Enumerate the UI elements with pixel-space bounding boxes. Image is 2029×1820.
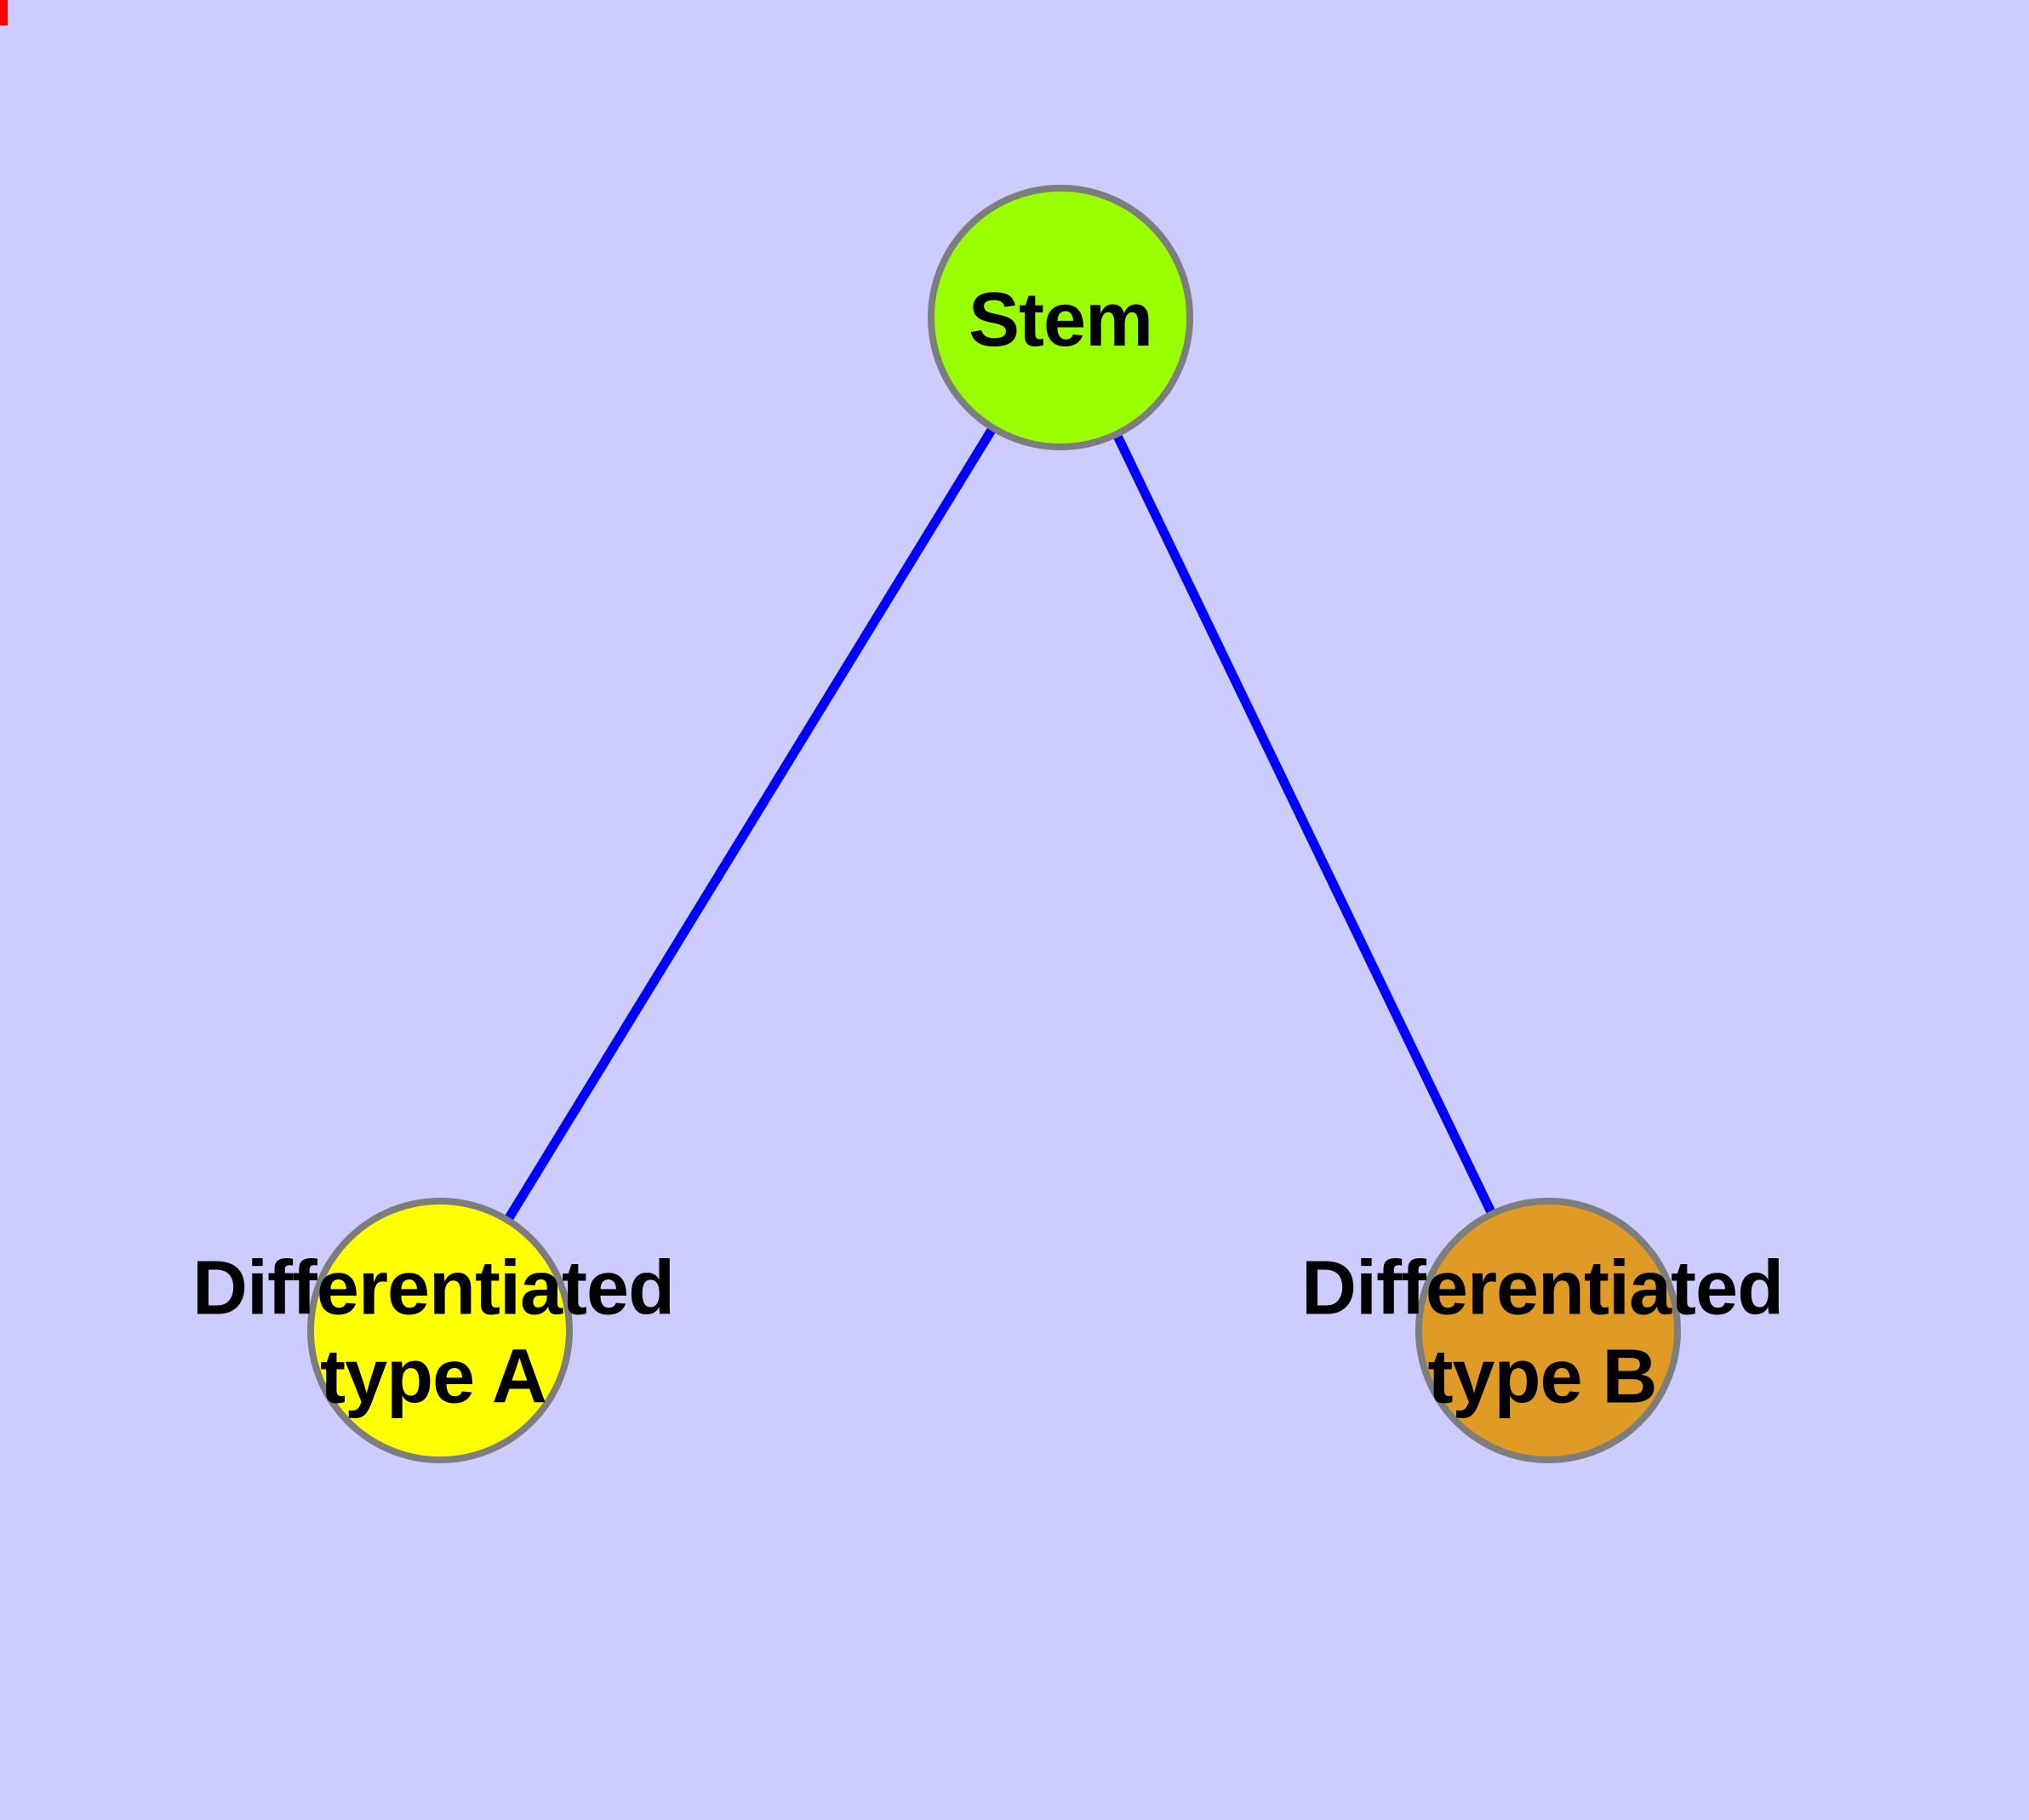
edge-stem-typeA [436,315,1065,1333]
node-stem-label: Stem [968,277,1153,363]
node-typeA-label: Differentiated type A [191,1245,675,1420]
corner-artifact [0,0,8,26]
node-typeA-circle [307,1198,573,1463]
node-typeB-circle [1415,1198,1681,1463]
node-stem-circle [928,185,1193,450]
edge-stem-typeB [1056,315,1552,1333]
node-typeB-label: Differentiated type B [1300,1245,1784,1420]
